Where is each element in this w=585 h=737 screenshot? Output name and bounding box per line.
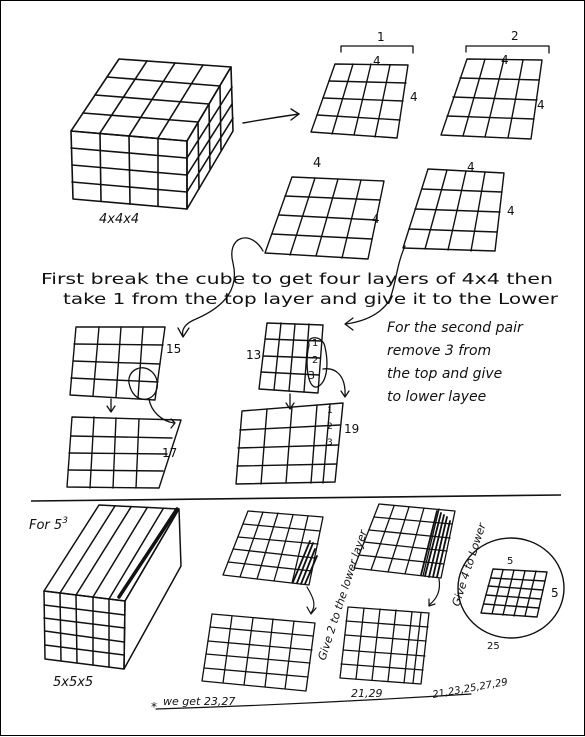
bracket-label-2: 2 — [511, 29, 519, 43]
strip-num-1: 1 — [327, 406, 333, 416]
dim-label: 4 — [501, 53, 509, 67]
count-13: 13 — [246, 348, 261, 362]
count-15: 15 — [166, 342, 181, 356]
give-2-note: Give 2 to the lower layer — [315, 527, 370, 662]
bracket-2 — [466, 46, 549, 53]
grid-5x5-c — [202, 614, 315, 691]
strip-num-1: 1 — [312, 338, 318, 349]
layer-grid-1b — [265, 177, 384, 259]
layer-grid-1a — [311, 64, 408, 138]
cube5-label: 5x5x5 — [53, 675, 93, 690]
grid-5x5-d — [340, 607, 429, 684]
dim-label: 4 — [507, 204, 515, 218]
layer-grid-2a — [441, 59, 542, 139]
arrow-down-mid — [307, 587, 316, 614]
dim-label: 4 — [372, 212, 380, 226]
note-line-2: remove 3 from — [387, 343, 491, 359]
result-values: 21,23,25,27,29 — [432, 677, 509, 701]
note-line-1: For the second pair — [387, 320, 524, 336]
circled-5x5 — [458, 538, 564, 638]
layer-grid-2b — [403, 169, 504, 251]
strip-num-2: 2 — [327, 422, 333, 432]
strip-num-3: 3 — [327, 438, 333, 448]
for-5-cubed-label: For 53 — [29, 516, 68, 533]
star-mark: * — [151, 700, 157, 714]
arrow-right — [243, 109, 299, 123]
count-17: 17 — [162, 446, 177, 460]
count-19: 19 — [344, 422, 359, 436]
dim-label: 4 — [410, 90, 418, 104]
grid-5x5-a — [223, 511, 323, 585]
dim-label: 4 — [313, 156, 321, 171]
pair2-values: 21,29 — [351, 687, 383, 700]
give-4-note: Give 4 to Lower — [449, 520, 489, 608]
grid-15 — [70, 327, 165, 400]
cube-4x4x4 — [71, 59, 233, 209]
dim-5-top: 5 — [507, 556, 513, 567]
strip-num-3: 3 — [308, 369, 315, 382]
cube-label: 4x4x4 — [99, 212, 139, 227]
instruction-line-2: take 1 from the top layer and give it to… — [63, 290, 559, 308]
bracket-label-1: 1 — [377, 30, 385, 44]
divider-line — [31, 495, 561, 501]
note-line-4: to lower layee — [387, 389, 486, 405]
count-25: 25 — [487, 641, 500, 652]
arrow-down-right — [429, 579, 440, 606]
grid-5x5-b — [354, 504, 455, 578]
dim-label: 4 — [373, 54, 381, 68]
bracket-1 — [341, 46, 413, 53]
instruction-line-1: First break the cube to get four layers … — [41, 270, 553, 288]
note-line-3: the top and give — [387, 366, 502, 382]
down-arrow — [107, 399, 115, 412]
we-get-label: we get 23,27 — [163, 695, 235, 708]
strip-num-2: 2 — [312, 355, 318, 366]
dim-label: 4 — [467, 160, 475, 174]
dim-5-side: 5 — [551, 586, 559, 600]
cube-5x5x5 — [44, 505, 181, 669]
dim-label: 4 — [537, 98, 545, 112]
